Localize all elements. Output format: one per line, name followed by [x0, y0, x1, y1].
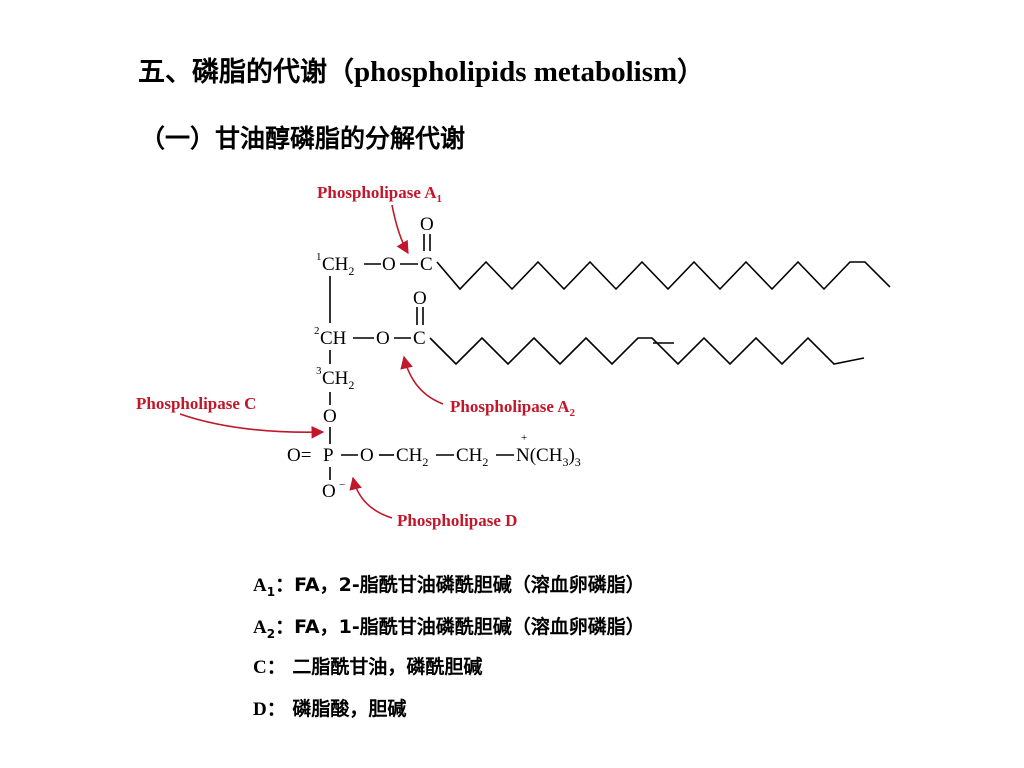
phosphate-anionic-oxygen: O [322, 481, 336, 502]
enzyme-label-a2: Phospholipase A2 [450, 397, 576, 419]
carbon-3-ch2: CH2 [322, 368, 354, 392]
fatty-acid-chain-1 [436, 260, 891, 291]
legend-item-d: D： 磷脂酸，胆碱 [253, 698, 407, 720]
carbonyl-oxygen-2: O [413, 288, 427, 309]
carbonyl-carbon-2: C [413, 328, 426, 349]
arrow-d [349, 476, 393, 519]
legend-item-a1: A1：FA，2-脂酰甘油磷酰胆碱（溶血卵磷脂） [253, 574, 645, 599]
arrow-a1 [391, 204, 409, 255]
ester-oxygen-2: O [376, 328, 390, 349]
legend-item-a2: A2：FA，1-脂酰甘油磷酰胆碱（溶血卵磷脂） [253, 616, 645, 641]
carbon-number-2: 2 [314, 325, 320, 337]
carbon-number-1: 1 [316, 251, 322, 263]
choline-ch2-a: CH2 [396, 445, 428, 469]
title-close: ） [677, 57, 705, 88]
enzyme-label-a1: Phospholipase A1 [317, 183, 442, 205]
phosphodiester-oxygen: O [360, 445, 374, 466]
nitrogen-charge: + [521, 432, 527, 444]
carbonyl-carbon-1: C [420, 254, 433, 275]
carbonyl-oxygen-1: O [420, 214, 434, 235]
ester-oxygen-1: O [382, 254, 396, 275]
carbon-1-ch2: CH2 [322, 254, 354, 278]
fatty-acid-chain-2 [429, 336, 865, 366]
enzyme-label-c: Phospholipase C [136, 394, 256, 413]
title-en: phospholipids metabolism [354, 56, 678, 88]
trimethylammonium: N(CH3)3 [516, 445, 581, 469]
arrow-c [179, 413, 325, 439]
enzyme-label-d: Phospholipase D [397, 511, 517, 530]
phosphoryl-oxygen: O= [287, 445, 311, 466]
legend-item-c: C： 二脂酰甘油，磷酰胆碱 [253, 656, 483, 678]
oxygen-charge: − [339, 479, 345, 491]
carbon-2-ch: CH [320, 328, 347, 349]
phosphorus: P [323, 445, 334, 466]
carbon-number-3: 3 [316, 365, 322, 377]
page-title: 五、磷脂的代谢（phospholipids metabolism） [138, 50, 704, 89]
arrow-a2 [400, 355, 444, 405]
section-subtitle: （一）甘油醇磷脂的分解代谢 [140, 124, 466, 153]
title-cn: 五、磷脂的代谢（ [138, 57, 354, 88]
phosphate-bridge-oxygen: O [323, 406, 337, 427]
choline-ch2-b: CH2 [456, 445, 488, 469]
